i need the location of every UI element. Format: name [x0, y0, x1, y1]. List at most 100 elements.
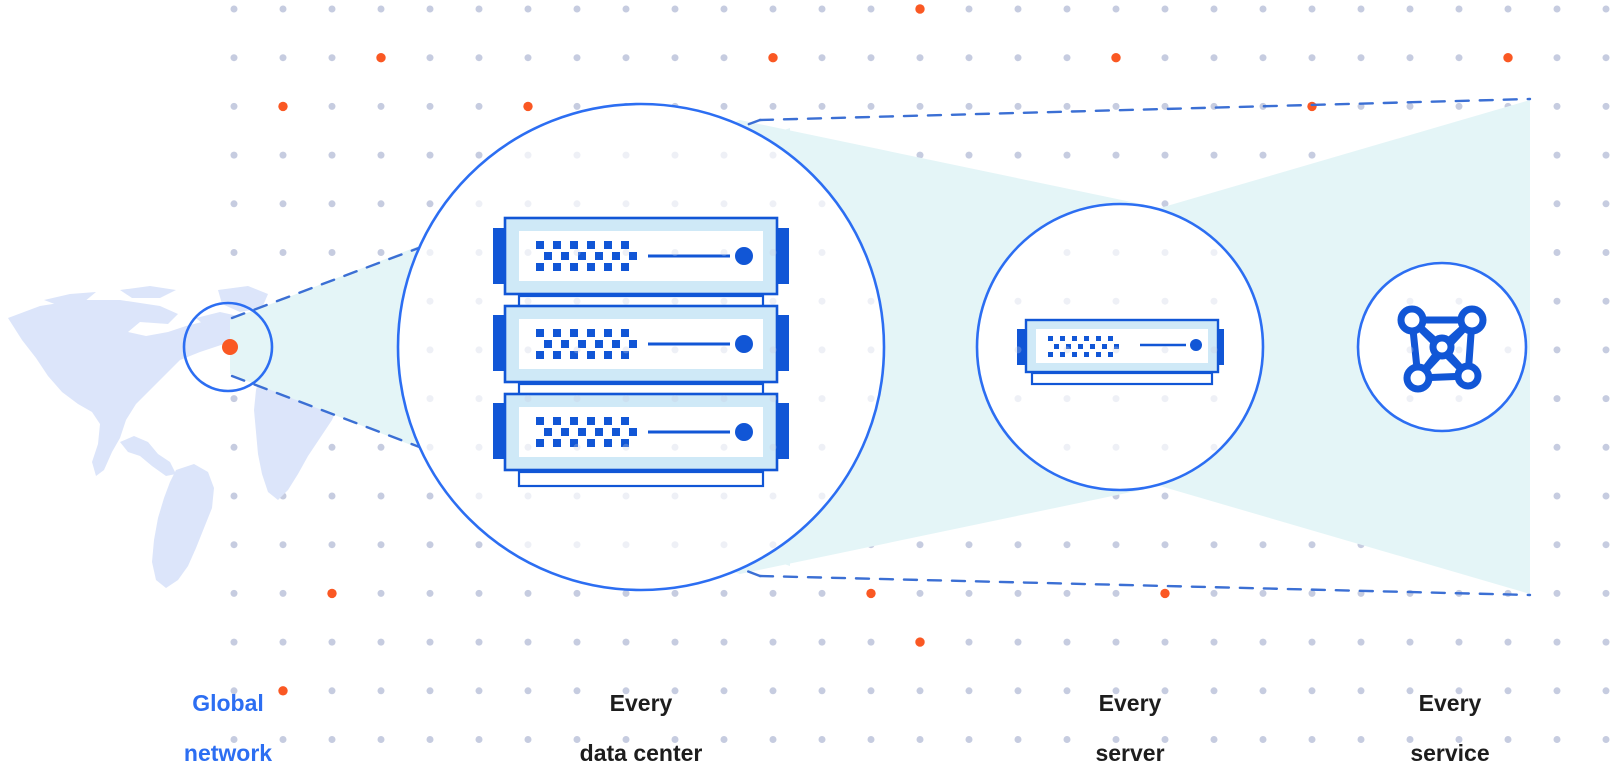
grid-dot	[1210, 541, 1218, 549]
grid-dot	[573, 492, 581, 500]
grid-dot	[377, 589, 385, 597]
grid-dot	[524, 638, 532, 646]
grid-dot	[867, 687, 875, 695]
service-stage[interactable]	[1356, 261, 1528, 433]
grid-dot	[1455, 102, 1463, 110]
grid-dot	[1210, 151, 1218, 159]
grid-dot	[720, 687, 728, 695]
grid-dot	[1210, 443, 1218, 451]
grid-dot	[1259, 638, 1267, 646]
grid-dot	[1602, 492, 1610, 500]
grid-dot	[1308, 687, 1316, 695]
grid-dot-highlighted	[915, 637, 925, 647]
grid-dot	[524, 443, 532, 451]
grid-dot	[1161, 102, 1169, 110]
grid-dot	[1553, 492, 1561, 500]
label-data-center-line1: Every	[609, 690, 673, 716]
grid-dot	[1259, 541, 1267, 549]
grid-dot	[720, 297, 728, 305]
grid-dot	[1308, 638, 1316, 646]
grid-dot	[1259, 687, 1267, 695]
grid-dot	[475, 346, 483, 354]
grid-dot	[475, 297, 483, 305]
grid-dot	[1602, 5, 1610, 13]
server-unit-2	[493, 304, 789, 384]
grid-dot	[818, 589, 826, 597]
grid-dot	[867, 346, 875, 354]
grid-dot	[328, 687, 336, 695]
grid-dot	[818, 346, 826, 354]
grid-dot	[1406, 395, 1414, 403]
grid-dot	[1308, 589, 1316, 597]
grid-dots-overlay	[426, 151, 1512, 549]
grid-dot	[1161, 395, 1169, 403]
grid-dot	[1308, 54, 1316, 62]
grid-dot	[524, 200, 532, 208]
grid-dot	[279, 249, 287, 256]
grid-dot	[622, 687, 630, 695]
grid-dot	[818, 638, 826, 646]
grid-dot	[1210, 687, 1218, 695]
grid-dot	[1406, 687, 1414, 695]
map-focus-circle[interactable]	[182, 301, 274, 393]
grid-dot	[622, 297, 630, 305]
grid-dot	[622, 249, 630, 256]
grid-dot	[720, 5, 728, 13]
vent-dots	[536, 417, 637, 447]
label-service-line1: Every	[1418, 690, 1482, 716]
grid-dot	[867, 5, 875, 13]
grid-dot	[1161, 687, 1169, 695]
grid-dot	[475, 5, 483, 13]
grid-dot	[1504, 736, 1512, 743]
grid-dot	[1112, 395, 1120, 403]
single-server-icon	[1017, 318, 1224, 386]
grid-dot	[671, 346, 679, 354]
grid-dot	[1455, 638, 1463, 646]
grid-dot	[1161, 492, 1169, 500]
grid-dot	[328, 200, 336, 208]
grid-dot	[1161, 249, 1169, 256]
grid-dot	[1112, 102, 1120, 110]
grid-dot	[671, 200, 679, 208]
grid-dot	[1112, 589, 1120, 597]
grid-dot	[328, 638, 336, 646]
grid-dot	[426, 249, 434, 256]
grid-dot	[622, 443, 630, 451]
grid-dot	[671, 687, 679, 695]
grid-dot	[622, 54, 630, 62]
server-stage[interactable]	[975, 202, 1265, 492]
grid-dot	[769, 736, 777, 743]
vent-dots	[536, 329, 637, 359]
grid-dot	[475, 589, 483, 597]
data-center-stage[interactable]	[396, 102, 886, 592]
grid-dot	[1455, 297, 1463, 305]
grid-dot	[671, 492, 679, 500]
grid-dot	[1357, 736, 1365, 743]
grid-dot	[377, 249, 385, 256]
grid-dot	[1602, 736, 1610, 743]
grid-dot	[1308, 151, 1316, 159]
grid-dot	[426, 102, 434, 110]
grid-dot	[1553, 736, 1561, 743]
global-network-stage[interactable]	[182, 301, 274, 393]
grid-dot	[573, 687, 581, 695]
node-center	[1429, 334, 1455, 360]
grid-dot	[867, 736, 875, 743]
grid-dot	[475, 541, 483, 549]
grid-dot	[1602, 200, 1610, 208]
grid-dot	[916, 151, 924, 159]
grid-dot	[1553, 541, 1561, 549]
rack-base	[517, 470, 765, 488]
grid-dot	[279, 638, 287, 646]
grid-dot	[1112, 736, 1120, 743]
grid-dot	[720, 492, 728, 500]
grid-dot	[622, 541, 630, 549]
grid-dot	[1161, 151, 1169, 159]
grid-dot	[867, 54, 875, 62]
grid-dot	[524, 151, 532, 159]
grid-dot	[769, 638, 777, 646]
grid-dot	[230, 249, 238, 256]
grid-dot	[1602, 687, 1610, 695]
dashed-top-mid	[758, 97, 1532, 122]
